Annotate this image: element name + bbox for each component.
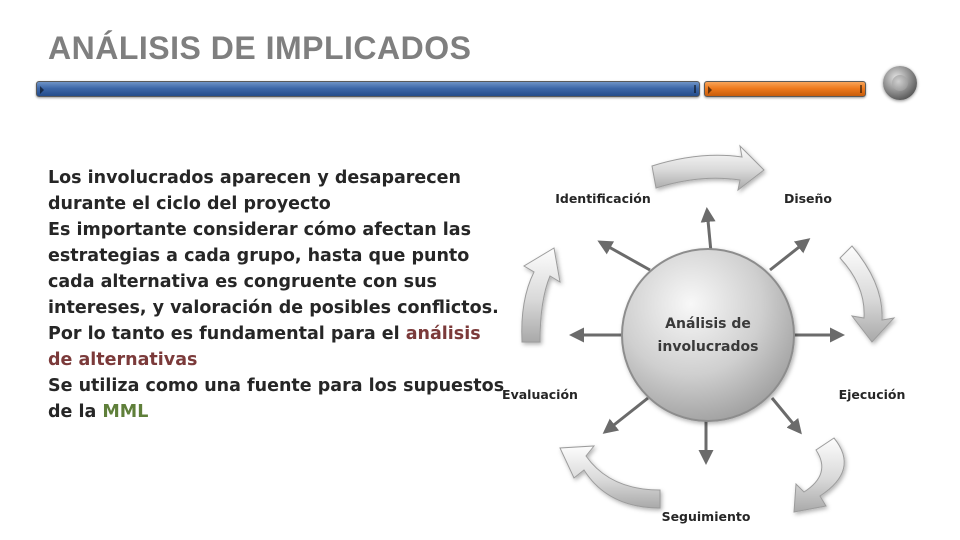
cycle-arrow-left [521,247,561,343]
cycle-arrow-bottom [559,445,661,509]
header-bar-orange [704,81,866,97]
cycle-arrow-right-upper [839,245,896,343]
cycle-arrow-right-lower [793,437,845,513]
stage-label-diseno: Diseño [784,191,832,206]
paragraph-1: Los involucrados aparecen y desaparecen … [48,168,461,214]
stage-label-evaluacion: Evaluación [502,387,578,402]
paragraph-3-text: Por lo tanto es fundamental para el [48,324,406,344]
spoke-lower-left [602,396,649,434]
highlight-mml: MML [102,402,149,422]
spoke-upper-left [597,240,651,272]
paragraph-3: Por lo tanto es fundamental para el anál… [48,321,508,373]
body-text: Los involucrados aparecen y desaparecen … [48,165,508,425]
center-circle [621,248,795,422]
slide-title: ANÁLISIS DE IMPLICADOS [48,30,472,66]
spokes [569,207,845,465]
stage-label-identificacion: Identificación [555,191,651,206]
highlight-analisis-alternativas: análisis de alternativas [48,324,481,370]
spoke-lower-right [770,397,802,435]
spoke-upper-right [769,238,811,272]
paragraph-4-text: Se utiliza como una fuente para los supu… [48,376,505,422]
cycle-arrows [521,144,896,513]
center-label-line-2: involucrados [658,339,759,355]
header-bar-blue [36,81,700,97]
spoke-identificacion [700,207,716,253]
center-label-line-1: Análisis de [665,316,751,332]
header-ball-icon [883,66,917,100]
cycle-arrow-top [651,144,765,192]
stage-label-seguimiento: Seguimiento [662,509,751,524]
paragraph-4: Se utiliza como una fuente para los supu… [48,373,508,425]
stage-label-ejecucion: Ejecución [839,387,906,402]
paragraph-2: Es importante considerar cómo afectan la… [48,220,499,318]
